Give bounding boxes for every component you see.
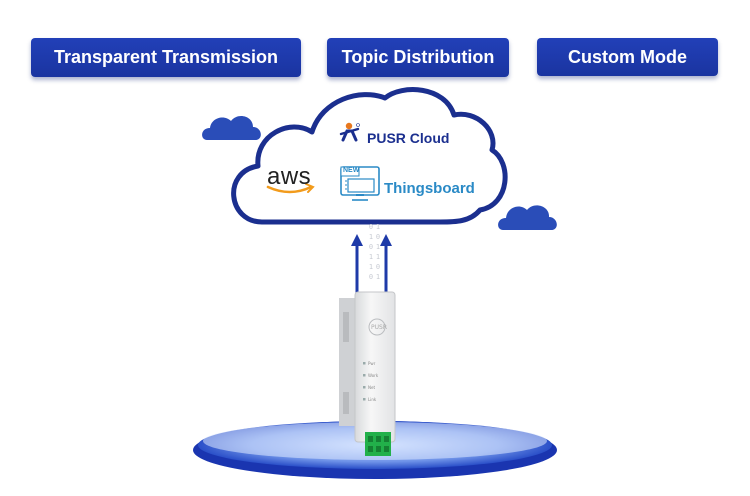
pusr-cloud-label: PUSR Cloud bbox=[367, 130, 450, 146]
mode-button-transparent[interactable]: Transparent Transmission bbox=[31, 38, 301, 77]
thingsboard-new-badge: NEW bbox=[343, 167, 360, 174]
small-cloud-left bbox=[202, 116, 261, 140]
uplink-arrow-right bbox=[380, 234, 392, 300]
aws-label: aws bbox=[267, 163, 312, 190]
aws-smile-icon bbox=[266, 183, 315, 194]
led-label-link: Link bbox=[368, 397, 377, 402]
thingsboard-label: Thingsboard bbox=[384, 180, 475, 197]
gateway-device bbox=[339, 291, 396, 443]
led-label-work: Work bbox=[368, 373, 379, 378]
terminal-block bbox=[365, 432, 391, 456]
mode-button-custom[interactable]: Custom Mode bbox=[537, 38, 718, 76]
uplink-arrow-left bbox=[351, 234, 363, 300]
pusr-logo-icon bbox=[339, 122, 360, 142]
thingsboard-monitor-icon bbox=[340, 166, 380, 201]
main-cloud bbox=[231, 87, 508, 225]
mode-button-topic[interactable]: Topic Distribution bbox=[327, 38, 509, 77]
small-cloud-right bbox=[498, 205, 557, 230]
device-brand-label: PUSR bbox=[371, 324, 387, 331]
led-label-pwr: Pwr bbox=[368, 361, 376, 366]
led-label-net: Net bbox=[368, 385, 376, 390]
